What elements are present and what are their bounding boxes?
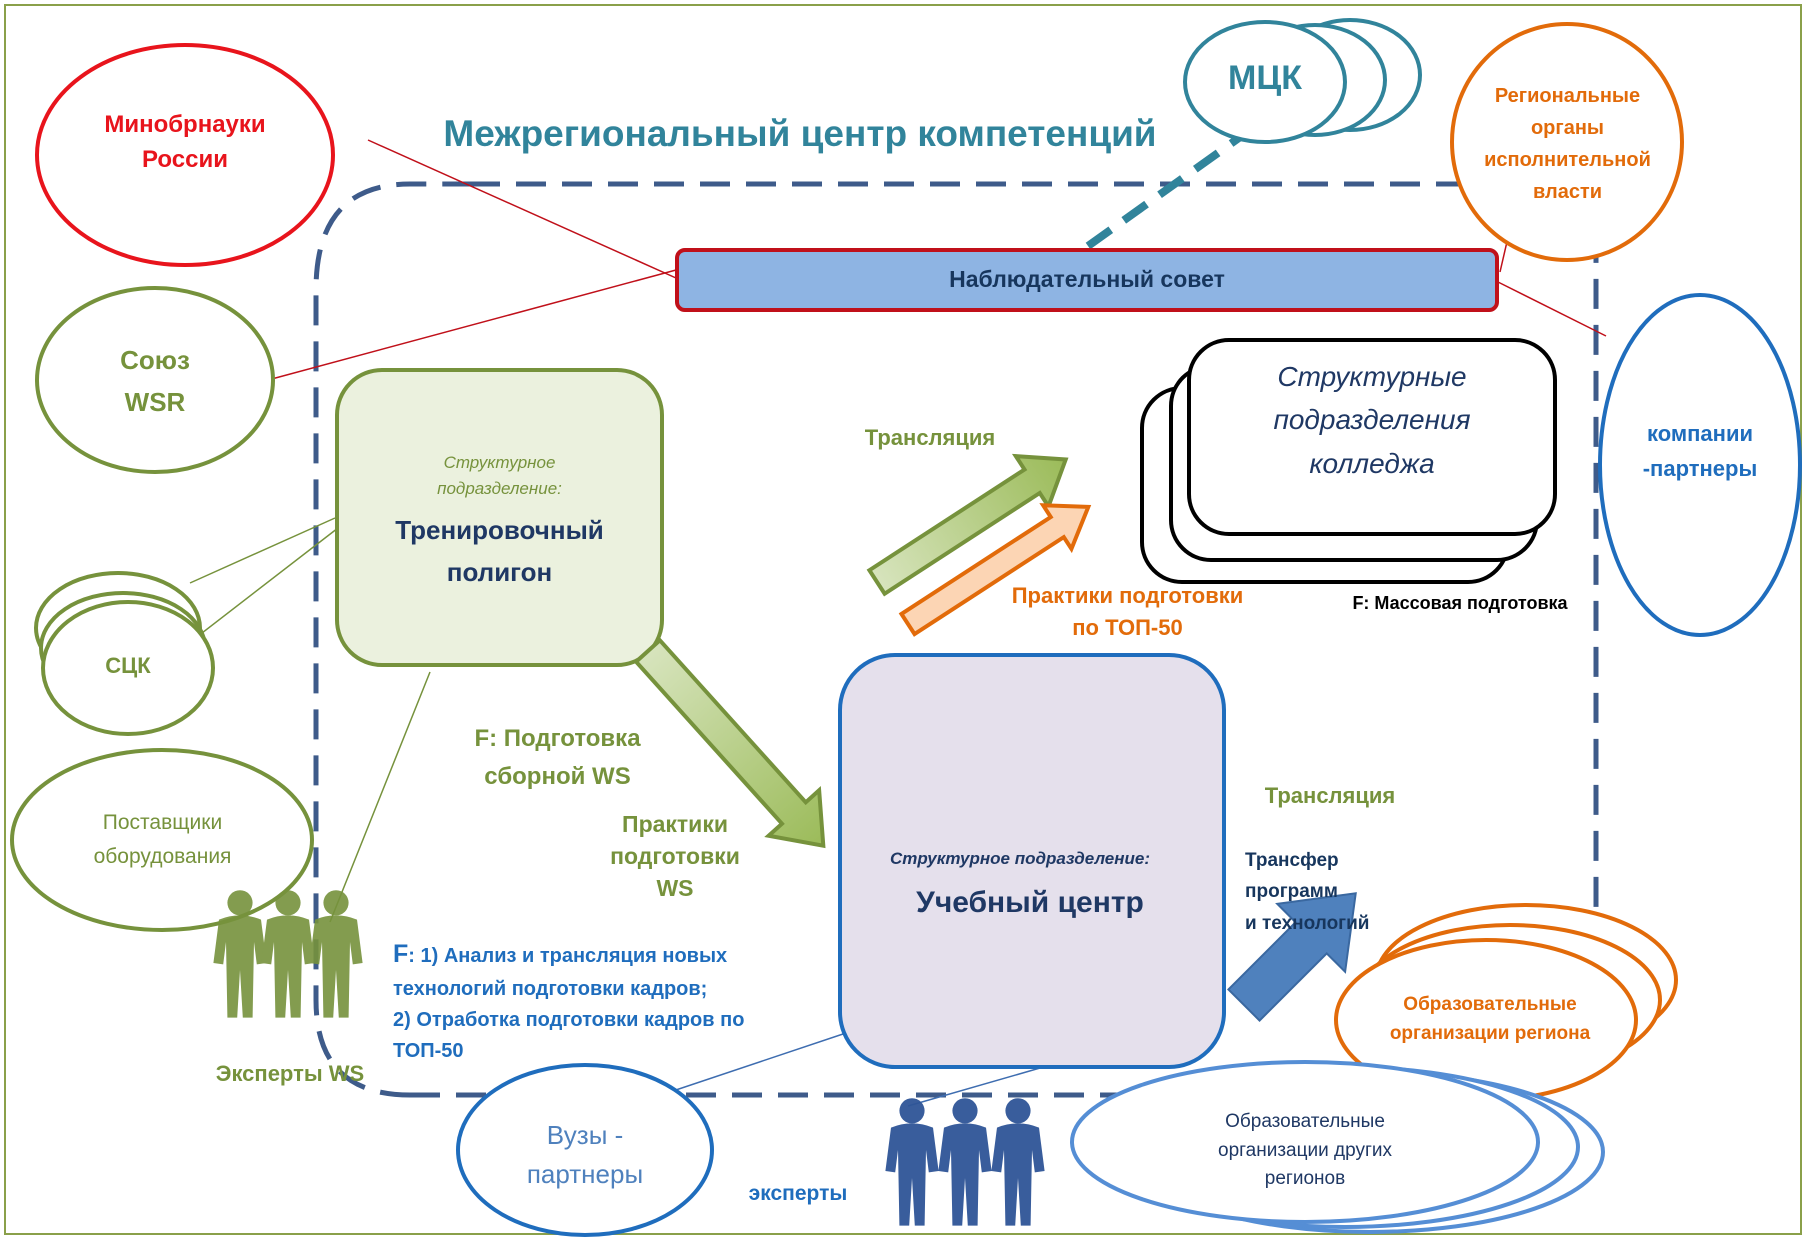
universities-oval: [456, 1063, 714, 1237]
transfer-arrow: [1227, 892, 1357, 1022]
ws-practices-arrow: [633, 637, 826, 849]
practices-ws-label: Практики подготовки WS: [610, 811, 740, 902]
translation-right-label: Трансляция: [1264, 783, 1396, 808]
experts-ws-people: [213, 890, 363, 1018]
edu-other-ovals: [1070, 1060, 1605, 1234]
mass-training-label: F: Массовая подготовка: [1352, 593, 1568, 613]
companies-oval: [1598, 293, 1802, 637]
minobr-label: Минобрнауки России: [104, 111, 266, 173]
soyuz-label: Союз WSR: [120, 345, 190, 417]
practices-arrow-orange: [898, 503, 1092, 637]
functions-text: F: 1) Анализ и трансляция новых технолог…: [393, 935, 843, 1067]
transfer-label: Трансфер программ и технологий: [1245, 850, 1370, 934]
practices-top50-label: Практики подготовки по ТОП-50: [1011, 583, 1244, 640]
polygon-caption: Структурное подразделение:: [437, 453, 562, 499]
training-center-name: Учебный центр: [916, 886, 1144, 919]
mck-circles: [1183, 18, 1422, 144]
supervisory-board: [675, 248, 1499, 312]
training-center-box: [838, 653, 1226, 1069]
mck-label: МЦК: [1228, 59, 1302, 97]
regional-oval: [1450, 22, 1684, 262]
training-polygon-box: [335, 368, 664, 667]
green-connectors: [179, 517, 431, 923]
functions-prefix: F: [393, 940, 409, 968]
experts-ws-label: Эксперты WS: [215, 1061, 365, 1086]
suppliers-label: Поставщики оборудования: [93, 811, 232, 868]
polygon-name: Тренировочный полигон: [395, 515, 604, 587]
regional-label: Региональные органы исполнительной власт…: [1484, 85, 1651, 203]
diagram-frame: [4, 4, 1802, 1235]
team-training-label: F: Подготовка сборной WS: [474, 725, 641, 791]
training-center-caption: Структурное подразделение:: [889, 849, 1151, 868]
functions-list: : 1) Анализ и трансляция новых технологи…: [393, 945, 745, 1062]
edu-other-label: Образовательные организации других регио…: [1218, 1111, 1392, 1189]
experts-label: эксперты: [748, 1182, 848, 1205]
soyuz-oval: [35, 286, 275, 474]
college-units-label: Структурные подразделения колледжа: [1273, 361, 1471, 479]
minobr-oval: [35, 43, 335, 267]
edu-region-ovals: [1334, 903, 1678, 1102]
translation-arrow-green: [866, 453, 1069, 597]
edu-region-label: Образовательные организации региона: [1389, 994, 1591, 1045]
college-units-stack: [1140, 338, 1557, 584]
experts-people: [885, 1098, 1045, 1226]
translation-top-label: Трансляция: [864, 425, 996, 450]
universities-label: Вузы - партнеры: [526, 1120, 644, 1189]
mck-link: [1085, 126, 1253, 250]
sck-label: СЦК: [105, 653, 151, 678]
sck-ovals: [34, 571, 215, 736]
companies-label: компании -партнеры: [1642, 421, 1758, 482]
page-title: Межрегиональный центр компетенций: [443, 113, 1157, 154]
suppliers-oval: [10, 748, 314, 932]
supervisory-label: Наблюдательный совет: [949, 266, 1225, 292]
